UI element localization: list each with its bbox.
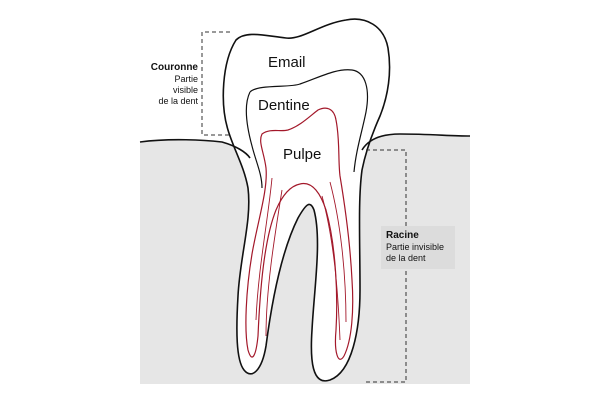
racine-title: Racine bbox=[386, 230, 419, 241]
dentine-label: Dentine bbox=[258, 97, 310, 114]
couronne-bracket bbox=[201, 31, 230, 136]
gum-area bbox=[140, 139, 250, 384]
email-label: Email bbox=[268, 54, 306, 71]
pulp-outline bbox=[245, 107, 354, 360]
dentine-outline-left bbox=[245, 91, 263, 189]
couronne-title: Couronne bbox=[150, 62, 198, 73]
pulpe-label: Pulpe bbox=[283, 146, 322, 163]
gum-line-right bbox=[361, 133, 471, 151]
couronne-line1: Partie visible bbox=[172, 74, 198, 95]
couronne-caption: Couronne Partie visible de la dent bbox=[150, 62, 198, 107]
racine-line2: de la dent bbox=[386, 253, 426, 263]
dentine-outline bbox=[249, 69, 369, 173]
couronne-line2: de la dent bbox=[158, 96, 198, 106]
racine-line1: Partie invisible bbox=[386, 242, 445, 252]
gum-line-left bbox=[139, 138, 251, 159]
pulp-canal-left bbox=[255, 177, 283, 337]
racine-caption: Racine Partie invisible de la dent bbox=[381, 226, 455, 269]
pulp-canal-right bbox=[321, 181, 347, 341]
tooth-outline bbox=[222, 18, 391, 382]
